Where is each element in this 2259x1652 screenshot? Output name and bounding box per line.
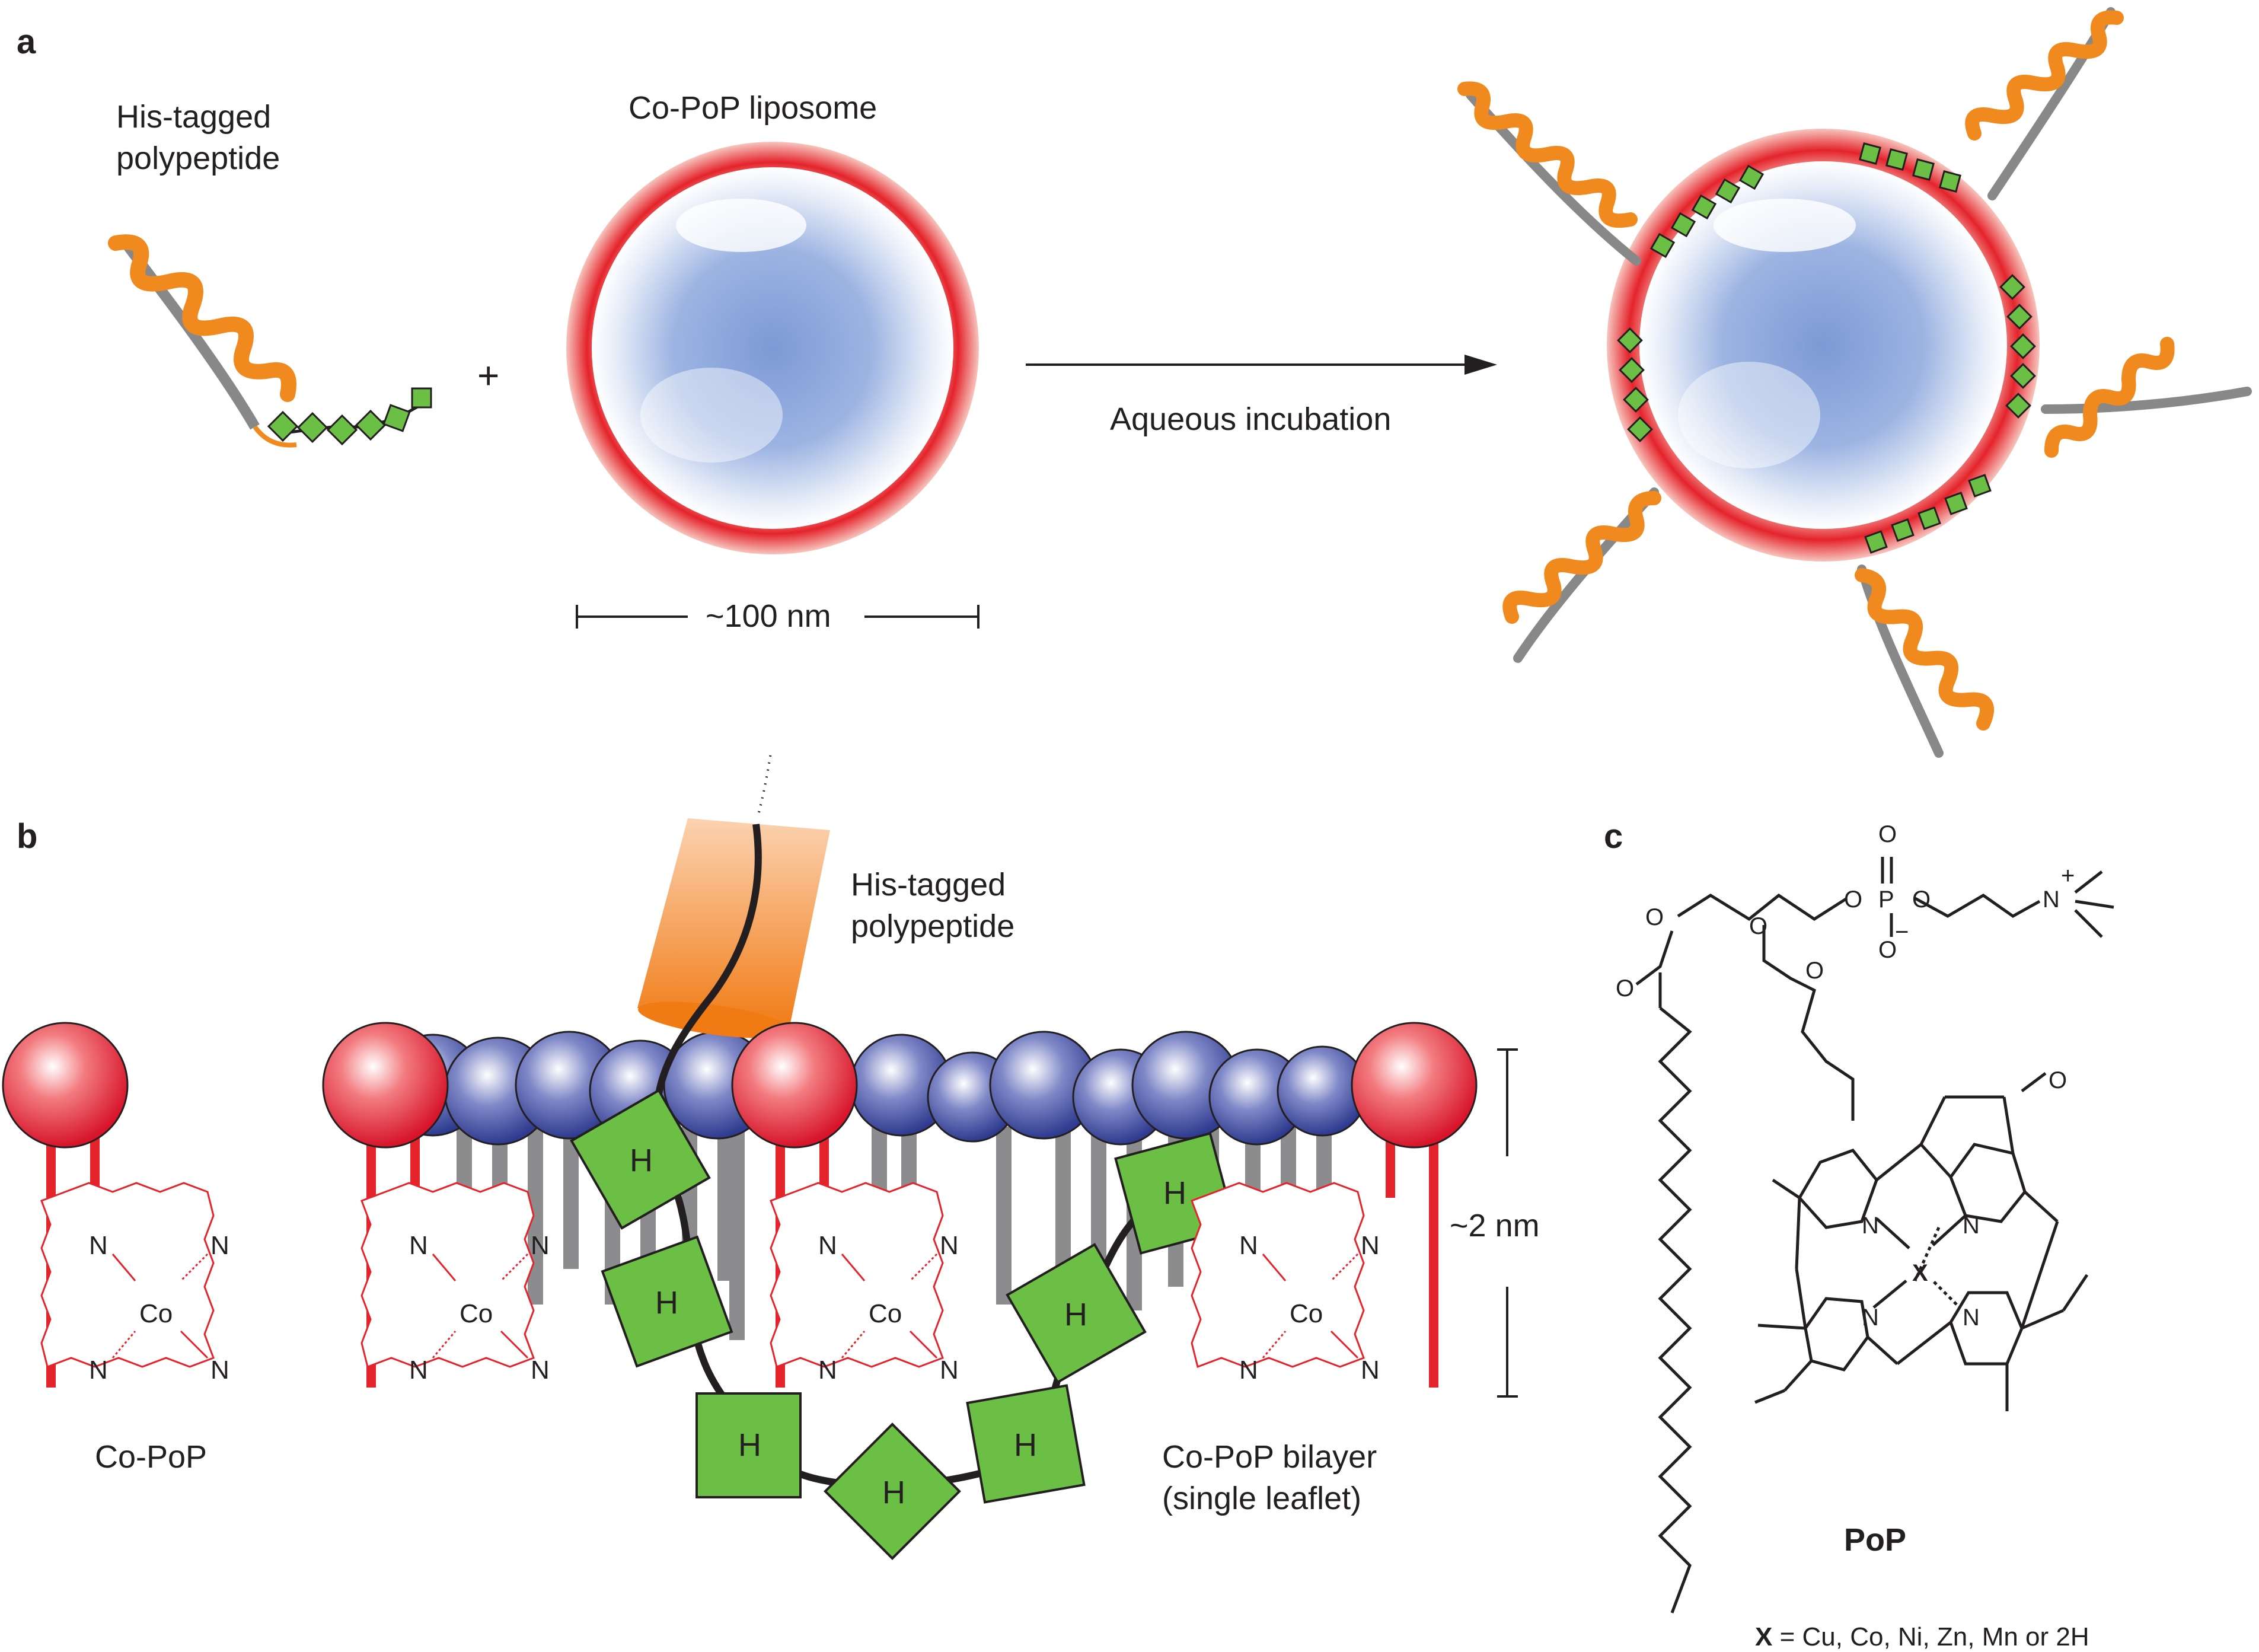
molecule-name: PoP [1844, 1522, 1906, 1558]
svg-text:N: N [89, 1231, 108, 1260]
svg-text:−: − [1895, 919, 1909, 945]
svg-text:N: N [531, 1231, 550, 1260]
svg-text:Co: Co [869, 1299, 902, 1328]
svg-text:N: N [210, 1231, 229, 1260]
svg-text:N: N [1963, 1213, 1980, 1239]
scale-bar [576, 605, 979, 629]
svg-text:Co: Co [1290, 1299, 1323, 1328]
peptide-label-b-line2: polypeptide [851, 908, 1014, 944]
svg-text:N: N [818, 1356, 837, 1385]
copop-atoms-3: N N N N Co [818, 1231, 959, 1385]
svg-text:Co: Co [139, 1299, 173, 1328]
copop-atoms-1: N N N N Co [89, 1231, 229, 1385]
peptide-label-b-line1: His-tagged [851, 867, 1006, 902]
svg-text:O: O [2049, 1067, 2067, 1093]
phospholipid-headgroups [381, 1031, 1368, 1146]
svg-text:Co: Co [460, 1299, 493, 1328]
panel-a-label: a [17, 23, 36, 61]
svg-text:N: N [940, 1356, 959, 1385]
his-tag-chain [267, 387, 432, 446]
svg-text:H: H [1014, 1427, 1037, 1463]
copop-label: Co-PoP [95, 1439, 207, 1475]
svg-text:N: N [409, 1356, 428, 1385]
svg-text:+: + [2061, 863, 2075, 889]
svg-text:O: O [1878, 821, 1897, 847]
peptide-cylinder [637, 818, 830, 1038]
svg-text:N: N [89, 1356, 108, 1385]
pop-atom-labels: O O O O O P O O − O N + O N N N N X [1616, 821, 2075, 1331]
scale-bar-label: ~100 nm [706, 598, 831, 634]
panel-c-label: c [1604, 817, 1623, 856]
pop-structure [1635, 857, 2114, 1613]
bilayer-label-line1: Co-PoP bilayer [1162, 1439, 1377, 1475]
svg-text:H: H [655, 1285, 678, 1321]
his-residue-labels: H H H H H H H [630, 1143, 1186, 1510]
svg-text:N: N [1361, 1356, 1380, 1385]
svg-text:O: O [1878, 937, 1897, 963]
copop-molecule [322, 1022, 535, 1388]
peptide-label-a-line2: polypeptide [116, 141, 280, 176]
thickness-bracket [1497, 1048, 1518, 1398]
metal-legend: X = Cu, Co, Ni, Zn, Mn or 2H [1755, 1622, 2089, 1651]
his-tagged-peptide-helix [108, 234, 297, 448]
svg-text:H: H [882, 1475, 905, 1510]
svg-text:O: O [1645, 904, 1664, 930]
attached-peptide-helices [1457, 7, 2252, 758]
copop-liposome [566, 142, 979, 554]
copop-molecule [731, 1022, 944, 1388]
copop-molecule-flipped [1191, 1022, 1478, 1388]
svg-text:N: N [1361, 1231, 1380, 1260]
svg-text:N: N [210, 1356, 229, 1385]
arrow-label: Aqueous incubation [1110, 401, 1391, 437]
thickness-label: ~2 nm [1450, 1208, 1540, 1243]
bilayer-label-line2: (single leaflet) [1162, 1481, 1361, 1516]
his-residues [570, 1089, 1237, 1560]
svg-text:N: N [409, 1231, 428, 1260]
svg-text:N: N [531, 1356, 550, 1385]
svg-text:H: H [1163, 1175, 1186, 1211]
svg-text:H: H [738, 1427, 761, 1463]
liposome-label: Co-PoP liposome [628, 90, 877, 126]
svg-text:N: N [940, 1231, 959, 1260]
svg-text:N: N [1963, 1305, 1980, 1331]
svg-text:P: P [1878, 886, 1894, 913]
svg-text:O: O [1912, 886, 1931, 913]
svg-text:N: N [818, 1231, 837, 1260]
copop-atoms-4: N N N N Co [1239, 1231, 1380, 1385]
svg-text:N: N [1239, 1231, 1258, 1260]
peptide-label-a-line1: His-tagged [116, 99, 271, 135]
svg-text:N: N [1239, 1356, 1258, 1385]
svg-text:N: N [1862, 1213, 1879, 1239]
copop-atoms-2: N N N N Co [409, 1231, 550, 1385]
plus-sign: + [477, 354, 499, 397]
decorated-liposome [1607, 129, 2040, 562]
svg-text:H: H [630, 1143, 653, 1178]
svg-text:N: N [2043, 886, 2060, 913]
peptide-continuation-dots [758, 752, 772, 813]
svg-text:O: O [1844, 886, 1862, 913]
svg-text:O: O [1749, 913, 1767, 939]
svg-text:O: O [1805, 958, 1824, 984]
copop-molecule [2, 1022, 215, 1388]
svg-text:O: O [1616, 975, 1634, 1002]
panel-b-label: b [17, 817, 37, 856]
svg-text:N: N [1862, 1305, 1879, 1331]
reaction-arrow [1026, 355, 1497, 375]
svg-text:H: H [1064, 1297, 1087, 1332]
svg-text:X: X [1912, 1260, 1928, 1286]
